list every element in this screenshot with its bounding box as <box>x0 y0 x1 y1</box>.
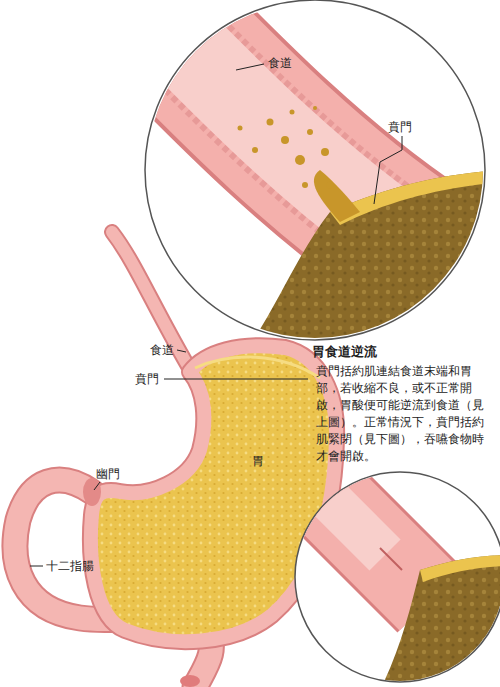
acid-surface <box>420 555 500 582</box>
esophagus-wall <box>290 460 430 600</box>
part-label: 賁門 <box>135 372 159 387</box>
title: 胃食道逆流 <box>312 344 377 359</box>
stomach-contents <box>380 555 500 687</box>
part-label: 食道 <box>268 56 292 71</box>
part-label: 幽門 <box>96 467 120 482</box>
duodenum-opening <box>180 675 200 687</box>
esophagus-lumen <box>290 460 385 555</box>
part-label: 十二指腸 <box>46 559 94 574</box>
acid-droplets <box>238 106 334 189</box>
acid-line <box>195 357 320 378</box>
leader-lines <box>30 64 402 566</box>
pylorus-ring <box>83 478 101 506</box>
caption: 賁門括約肌連結食道末端和胃部，若收縮不良，或不正常開啟，胃酸便可能逆流到食道（見… <box>316 363 492 465</box>
part-label: 賁門 <box>388 120 412 135</box>
esophagus-wall-outline <box>290 460 430 600</box>
part-label: 食道 <box>150 343 174 358</box>
acid-reflux <box>314 170 360 222</box>
acid-surface <box>330 170 500 225</box>
part-label: 胃 <box>252 454 264 469</box>
closed-sphincter <box>380 548 402 570</box>
